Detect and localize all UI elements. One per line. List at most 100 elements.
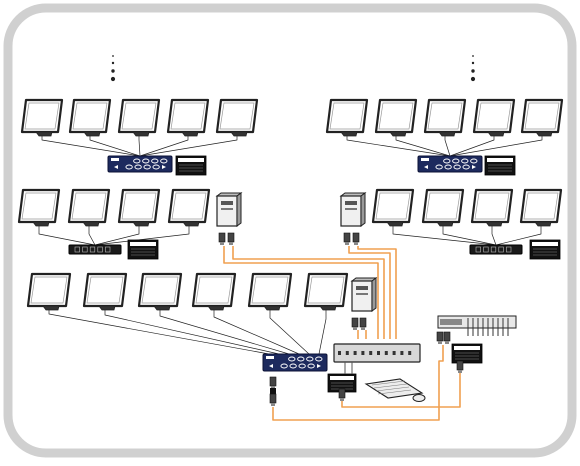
video-splitter [469,244,523,255]
monitor-bezel [474,192,510,220]
connector-body [269,376,277,387]
tower-slot [345,208,357,210]
switch-port [384,351,388,355]
monitor-stand [438,131,456,137]
control-panel [127,239,159,260]
monitor-icon [167,188,211,227]
monitor-icon [519,188,563,227]
kvm-cable [232,246,385,339]
monitor-bezel [30,276,68,304]
control-panel [484,155,516,176]
monitor-icon [421,188,465,227]
cable-connector [352,232,360,245]
connector-body [269,393,277,404]
switch-port [377,351,380,355]
monitor-screen [371,188,415,224]
monitor-bezel [121,192,157,220]
switch-port [444,164,452,170]
monitor-icon [191,272,237,311]
cable-connector [436,331,444,344]
switch-port [470,158,478,164]
connector-tip [229,242,233,245]
video-cable [159,310,290,355]
monitor-stand [132,131,150,137]
switch-port [280,363,288,369]
monitor-bezel [251,276,289,304]
monitor-screen [247,272,293,308]
monitor-stand [42,305,60,311]
tower-drive [221,201,233,205]
video-cable [89,136,141,157]
switch-port [392,351,396,355]
switch-port [89,246,96,253]
monitor-icon [423,98,467,137]
monitor-stand [436,221,454,227]
monitor-bezel [524,102,560,130]
switch-port [400,351,404,355]
monitor-icon [325,98,369,137]
switch-body [262,353,328,372]
cable-connector [218,232,226,245]
switch-port [133,158,141,164]
switch-port [125,164,133,170]
monitor-screen [68,98,112,134]
tower-front [351,280,373,312]
monitor-icon [26,272,72,311]
monitor-icon [67,188,111,227]
switch-body [417,155,483,173]
switch-port [408,351,412,355]
monitor-stand [340,131,358,137]
video-cable [449,136,543,157]
outer-frame [3,3,577,458]
video-cable [94,226,140,246]
connector-body [343,232,351,243]
tower-side [360,192,366,227]
connector-body [443,331,451,342]
monitor-bezel [24,102,60,130]
monitor-stand [132,221,150,227]
dot [471,61,475,65]
monitor-icon [472,98,516,137]
monitor-bezel [307,276,345,304]
video-cable [444,136,451,157]
tower-front [216,195,238,227]
switch-port [105,246,111,253]
switch-port [288,356,296,362]
kvm-cable [272,345,444,421]
monitor-screen [167,188,211,224]
monitor-icon [68,98,112,137]
rack-patch-panel [437,315,517,336]
switch-arrow-icon [114,165,118,169]
monitor-bezel [72,102,108,130]
monitor-icon [371,188,415,227]
switch-port [297,356,305,362]
dot [111,61,115,65]
dot [111,69,115,73]
switch-body [107,155,173,173]
tower-side [371,277,377,312]
monitor-bezel [523,192,559,220]
switch-port [151,158,159,164]
dot [112,55,114,57]
monitor-bezel [21,192,57,220]
monitor-screen [374,98,418,134]
video-cable [495,226,542,246]
monitor-icon [247,272,293,311]
monitor-bezel [378,102,414,130]
switch-port [152,164,160,170]
monitor-screen [470,188,514,224]
monitor-screen [20,98,64,134]
connector-tip [361,327,365,330]
cable-connector [443,331,451,344]
tower-front [340,195,362,227]
dot [470,76,476,82]
monitor-screen [520,98,564,134]
monitor-icon [303,272,349,311]
switch-port [143,164,151,170]
monitor-bezel [427,102,463,130]
connector-tip [340,398,344,401]
tower-drive [345,201,357,205]
monitor-bezel [219,102,255,130]
monitor-icon [137,272,183,311]
video-cable [392,226,497,246]
